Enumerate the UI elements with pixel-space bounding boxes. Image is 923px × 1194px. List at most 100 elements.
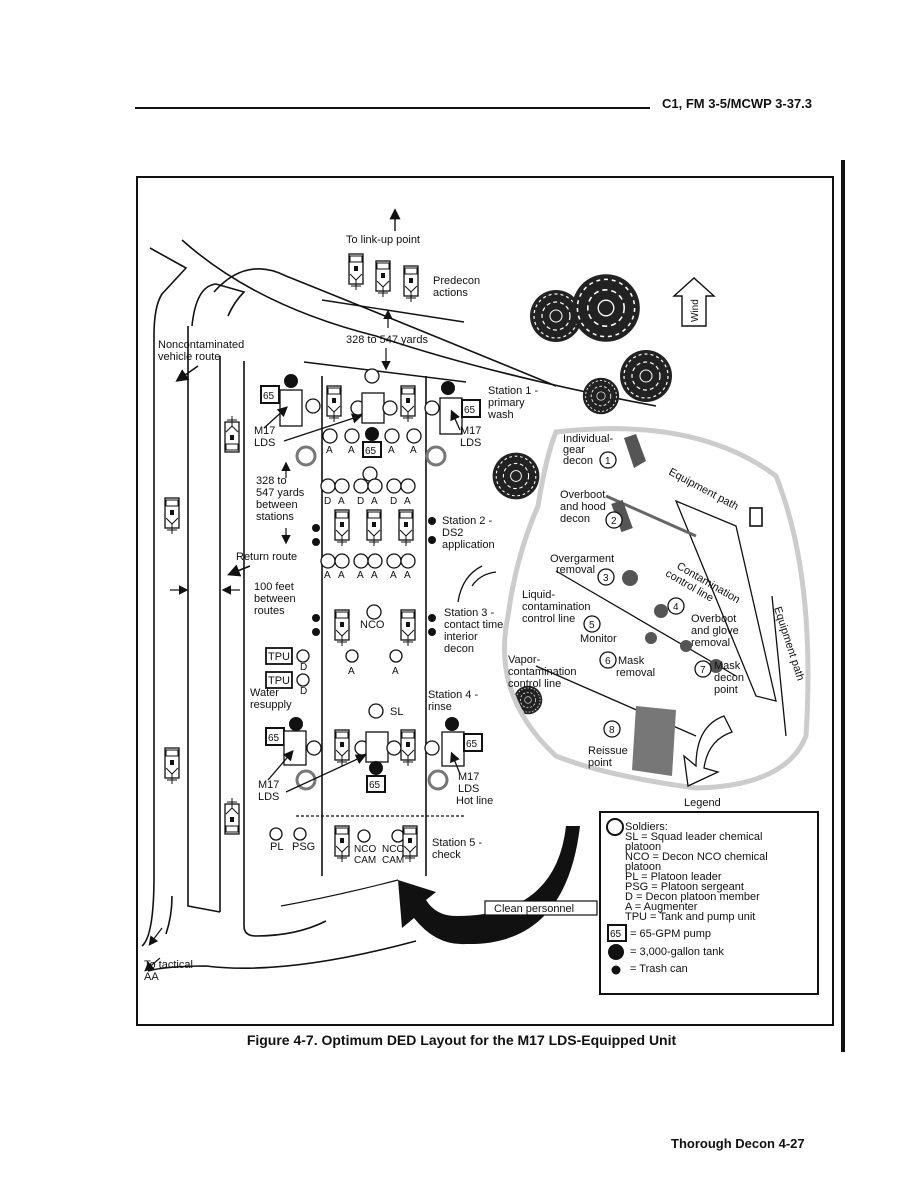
step-6: 6 Mask removal [599, 651, 655, 679]
station-entry-line [303, 361, 467, 383]
route-arrow-icon [227, 564, 251, 577]
road-inner-loop [191, 283, 246, 327]
step-8: 8 Reissue point [588, 720, 631, 769]
svg-text:Reissue point: Reissue point [588, 745, 631, 769]
predecon-line [321, 299, 465, 323]
step-7: 7 Mask decon point [694, 660, 744, 696]
pump-icon [260, 385, 280, 404]
svg-text:A: A [392, 666, 399, 677]
tpu-icon [265, 647, 293, 665]
vehicle-icon [326, 385, 342, 423]
vehicle-icon [224, 415, 240, 453]
step-1: 1 Individual- gear decon [563, 433, 617, 469]
page-footer: Thorough Decon 4-27 [671, 1136, 805, 1151]
svg-text:PL: PL [270, 841, 283, 853]
svg-text:2: 2 [611, 516, 617, 527]
noncontaminated-label: Noncontaminated vehicle route [158, 339, 247, 363]
vehicle-icon [403, 265, 419, 303]
svg-text:D: D [300, 662, 307, 673]
svg-text:A: A [348, 666, 355, 677]
station-1: 65 65 65 A A A A M17 LDS [254, 368, 541, 467]
svg-text:65: 65 [464, 405, 476, 416]
legend-box [599, 811, 819, 995]
soldier-icon [389, 649, 403, 663]
soldier-icon [382, 400, 398, 416]
soldier-icon [293, 827, 307, 841]
ded-layout-diagram: To link-up point Predecon actions 328 to… [141, 208, 819, 995]
m17-lds-icon [283, 730, 307, 766]
predecon-label: Predecon actions [433, 275, 483, 299]
svg-text:Individual- gear: Individual- gear decon [563, 433, 616, 467]
svg-text:3: 3 [603, 573, 609, 584]
vehicle-icon [334, 609, 350, 647]
legend-title: Legend [684, 797, 721, 809]
svg-text:NCO CAM: NCO CAM [382, 844, 407, 866]
soldier-icon [296, 649, 310, 663]
tank-icon [289, 717, 303, 731]
tactical-aa-label: To tactical AA [144, 959, 196, 983]
liquid-control-line [555, 570, 737, 677]
svg-text:SL: SL [390, 706, 403, 718]
roads [141, 239, 657, 972]
soldier-icon [424, 740, 440, 756]
svg-text:D: D [300, 686, 307, 697]
svg-text:Overgarment removal: Overgarment removal [550, 553, 617, 576]
header-rule [135, 107, 650, 109]
vehicle-icon [398, 509, 414, 547]
trash-legend-icon [611, 965, 621, 975]
vehicle-icon [400, 729, 416, 767]
tank-icon [369, 761, 383, 775]
soldier-icon [424, 400, 440, 416]
svg-text:Mask removal: Mask removal [616, 655, 655, 679]
vehicle-icon [400, 385, 416, 423]
soldier-icon [306, 740, 322, 756]
return-route-label: Return route [236, 551, 297, 563]
svg-text:65: 65 [466, 739, 478, 750]
svg-text:7: 7 [700, 665, 706, 676]
legend-entries: SL = Squad leader chemical platoon NCO =… [625, 831, 771, 923]
soldier-icon [269, 827, 283, 841]
tank-icon [365, 427, 379, 441]
liquid-line-label: Liquid- contamination control line [522, 589, 594, 625]
tree-icon [619, 349, 673, 403]
tree-icon [571, 273, 641, 343]
svg-text:1: 1 [605, 456, 611, 467]
vehicle-icon [348, 253, 364, 291]
svg-text:65: 65 [610, 929, 622, 940]
soldier-icon [305, 398, 321, 414]
between-routes-label: 100 feet between routes [254, 581, 299, 617]
svg-text:5: 5 [589, 620, 595, 631]
sump-icon [295, 445, 317, 467]
route-arrow-icon [175, 365, 199, 382]
change-bar [841, 160, 845, 1052]
link-up-label: To link-up point [346, 234, 420, 246]
soldier-icon [368, 703, 384, 719]
soldier-icon [364, 368, 380, 384]
vehicle-icon [224, 797, 240, 835]
svg-text:6: 6 [605, 656, 611, 667]
soldier-icon [391, 829, 405, 843]
tank-icon [445, 717, 459, 731]
svg-text:65: 65 [365, 446, 377, 457]
tpu-icon [265, 671, 293, 689]
vehicle-icon [366, 509, 382, 547]
wind-arrow-icon: Wind [672, 277, 716, 327]
trash-can-icons [312, 614, 436, 636]
water-resupply-label: Water resupply [250, 687, 292, 711]
station-1-label: Station 1 - primary wash [487, 385, 541, 421]
vehicle-icon [164, 497, 180, 535]
station-equipment-icons [611, 434, 723, 776]
vehicle-icon [334, 509, 350, 547]
station-3: NCO A A Station 3 - contact time/ interi… [250, 604, 509, 711]
road-outer-left [141, 247, 188, 947]
trash-can-icons [312, 517, 436, 546]
pad-marker [749, 507, 763, 527]
exit-arrow-2 [144, 957, 161, 972]
step-5: 5 Monitor [580, 615, 617, 645]
svg-text:D A D A: D A D A D A [324, 496, 411, 507]
tree-icon [582, 377, 620, 415]
soldier-icon [357, 829, 371, 843]
station-3-label: Station 3 - contact time/ interior decon [444, 607, 509, 655]
step-4: 4 Overboot and glove removal [667, 597, 739, 649]
decon-lane [321, 376, 427, 876]
